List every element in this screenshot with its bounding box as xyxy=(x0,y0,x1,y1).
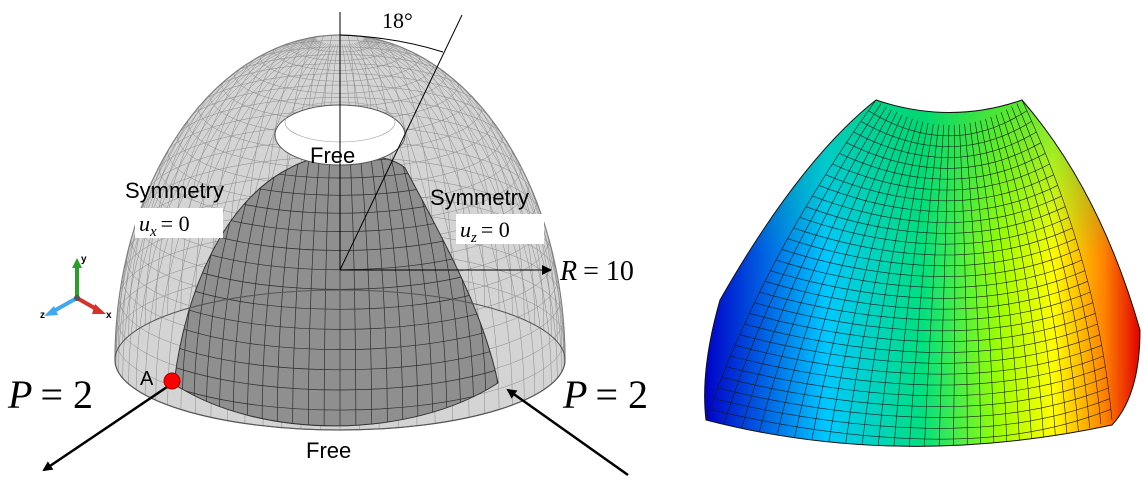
mesh-meridian xyxy=(247,154,331,424)
axis-x-label: x xyxy=(106,310,112,321)
mesh-latitude xyxy=(825,174,1054,202)
mesh-latitude xyxy=(839,153,1046,180)
mesh-meridian xyxy=(360,41,525,401)
angle-line xyxy=(339,14,463,271)
mesh-latitude xyxy=(744,323,1098,353)
load-left-rhs: = 2 xyxy=(40,372,93,417)
axis-z-icon xyxy=(51,296,78,314)
symmetry-right-title: Symmetry xyxy=(430,185,529,210)
mesh-latitude xyxy=(812,195,1062,223)
free-bottom-label: Free xyxy=(306,438,351,463)
mesh-latitude xyxy=(754,302,1094,332)
mesh-meridian xyxy=(352,35,453,300)
free-top-label: Free xyxy=(310,143,355,168)
mesh-latitude xyxy=(799,217,1070,245)
mesh-latitude xyxy=(787,238,1076,267)
radius-label: R= 10 xyxy=(559,256,634,287)
symmetry-right-rhs: = 0 xyxy=(481,217,510,242)
radius-rhs: = 10 xyxy=(583,256,634,287)
mesh-meridian xyxy=(362,39,545,390)
load-right-rhs: = 2 xyxy=(595,372,648,417)
symmetry-right-eq: uz= 0 xyxy=(460,217,510,246)
mesh-latitude xyxy=(730,355,1104,386)
mesh-meridian xyxy=(363,39,552,384)
mesh-latitude xyxy=(805,206,1066,234)
mesh-latitude xyxy=(846,142,1042,169)
load-left-arrow xyxy=(42,383,171,472)
angle-label: 18° xyxy=(382,8,413,33)
mesh-meridian xyxy=(122,38,317,379)
mesh-meridian xyxy=(155,41,320,401)
mesh-latitude xyxy=(725,366,1106,397)
mesh-latitude xyxy=(734,345,1102,375)
deformed-shell-result xyxy=(704,99,1141,447)
mesh-meridian xyxy=(348,154,419,426)
mesh-meridian xyxy=(144,40,319,396)
load-left-var: P xyxy=(7,372,32,417)
mesh-latitude xyxy=(860,121,1032,148)
mesh-latitude xyxy=(868,110,1028,137)
symmetry-right-sub: z xyxy=(470,230,477,246)
mesh-latitude xyxy=(749,313,1096,343)
mesh-latitude xyxy=(818,185,1058,213)
shell-mesh xyxy=(705,100,1113,447)
symmetry-left-sub: x xyxy=(149,224,157,240)
axis-y-label: y xyxy=(81,254,87,265)
load-right-label: P= 2 xyxy=(562,372,648,417)
mesh-latitude xyxy=(781,249,1080,278)
symmetry-left-var: u xyxy=(139,211,150,236)
mesh-latitude xyxy=(759,291,1091,321)
mesh-latitude xyxy=(713,398,1110,429)
mesh-latitude xyxy=(770,270,1086,299)
mesh-meridian xyxy=(307,154,337,426)
load-right-var: P xyxy=(562,372,587,417)
mesh-latitude xyxy=(775,259,1083,288)
symmetry-left-eq: ux= 0 xyxy=(139,211,190,240)
symmetry-right-var: u xyxy=(460,217,471,242)
mesh-meridian xyxy=(341,154,357,426)
mesh-meridian xyxy=(361,40,536,396)
symmetry-left-box xyxy=(135,208,223,238)
symmetry-right-box xyxy=(456,214,544,244)
mesh-latitude xyxy=(709,409,1112,440)
load-right-arrow xyxy=(506,388,629,477)
mesh-meridian xyxy=(346,154,404,426)
symmetry-left-title: Symmetry xyxy=(125,178,224,203)
mesh-meridian xyxy=(135,39,318,390)
base-rim xyxy=(114,289,566,431)
point-a-marker xyxy=(163,372,181,390)
mesh-latitude xyxy=(717,387,1109,418)
mesh-meridian xyxy=(323,154,339,426)
coordinate-triad: y z x xyxy=(40,254,112,321)
mesh-meridian xyxy=(349,154,433,424)
mesh-meridian xyxy=(232,154,329,422)
mesh-meridian xyxy=(358,41,513,406)
symmetry-left-rhs: = 0 xyxy=(161,211,190,236)
point-a-label: A xyxy=(140,368,154,390)
radius-var: R xyxy=(559,256,577,287)
load-left-label: P= 2 xyxy=(7,372,93,417)
mesh-latitude xyxy=(853,131,1037,158)
angle-arc xyxy=(339,34,444,53)
axis-z-label: z xyxy=(40,310,45,321)
mesh-latitude xyxy=(793,227,1073,256)
mesh-latitude xyxy=(739,334,1100,364)
mesh-latitude xyxy=(721,377,1108,408)
mesh-meridian xyxy=(261,154,332,426)
mesh-meridian xyxy=(363,38,558,379)
mesh-meridian xyxy=(128,39,317,384)
mesh-meridian xyxy=(276,154,334,426)
geometry-annotations xyxy=(339,12,552,275)
mesh-meridian xyxy=(292,154,336,426)
mesh-latitude xyxy=(832,163,1050,191)
mesh-meridian xyxy=(343,154,373,426)
mesh-latitude xyxy=(764,281,1088,310)
shell-outline xyxy=(704,99,1141,447)
mesh-meridian xyxy=(167,41,322,406)
mesh-meridian xyxy=(344,154,388,426)
